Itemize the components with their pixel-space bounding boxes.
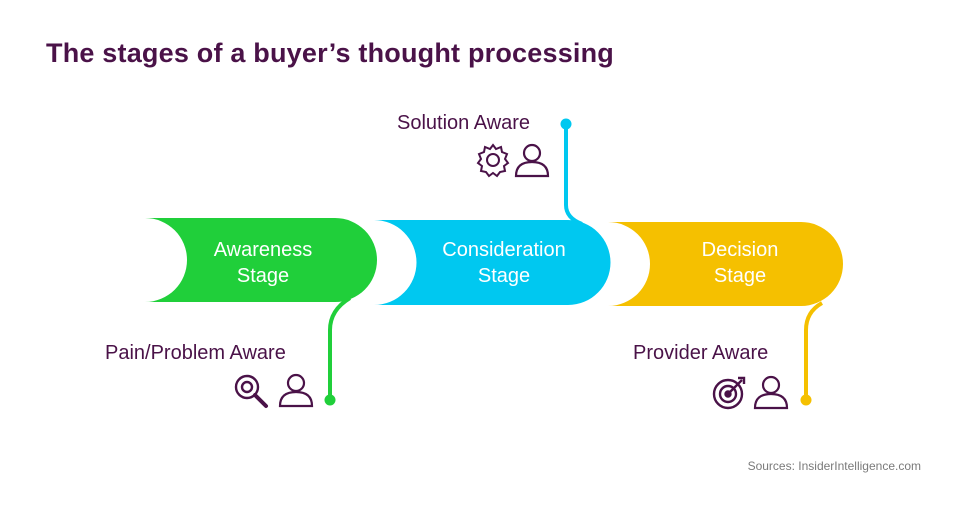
provider-aware-label: Provider Aware	[633, 342, 769, 364]
decision-stage-line2: Stage	[713, 265, 767, 287]
source-note: Sources: InsiderIntelligence.com	[747, 459, 921, 473]
decision-connector-dot	[800, 394, 812, 406]
solution-aware-label: Solution Aware	[397, 112, 531, 134]
decision-stage-shape	[608, 222, 843, 306]
target-icon	[712, 376, 746, 410]
awareness-stage-line2: Stage	[236, 265, 290, 287]
person-icon	[514, 143, 550, 178]
gear-icon	[476, 143, 510, 178]
consideration-stage-shape	[374, 220, 611, 305]
magnifier-icon	[234, 374, 268, 408]
awareness-connector-line	[328, 296, 352, 400]
consideration-stage-label: Consideration Stage	[409, 237, 599, 289]
person-icon	[753, 375, 789, 410]
pain-problem-aware-label: Pain/Problem Aware	[105, 342, 286, 364]
decision-stage-label: Decision Stage	[645, 237, 835, 289]
consideration-connector-dot	[560, 118, 572, 130]
decision-connector-line	[804, 301, 824, 400]
decision-stage-line1: Decision	[701, 239, 779, 261]
awareness-connector-dot	[324, 394, 336, 406]
awareness-stage-shape	[145, 218, 377, 302]
awareness-stage-line1: Awareness	[213, 239, 313, 261]
consideration-connector-line	[564, 124, 583, 226]
person-icon	[278, 373, 314, 408]
consideration-stage-line1: Consideration	[442, 239, 566, 261]
page-title: The stages of a buyer’s thought processi…	[46, 38, 614, 68]
awareness-stage-label: Awareness Stage	[168, 237, 358, 289]
consideration-stage-line2: Stage	[477, 265, 531, 287]
